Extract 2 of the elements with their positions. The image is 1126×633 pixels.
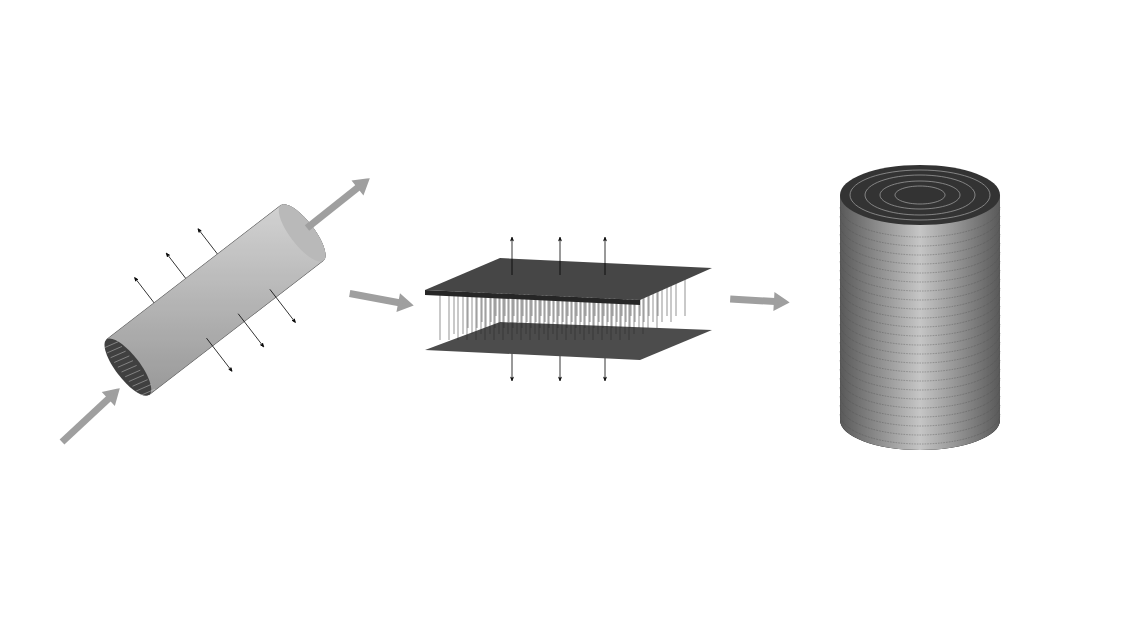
- sandwich-panel-drawing: [425, 236, 712, 382]
- rolled-cylinder-drawing: [839, 165, 1001, 450]
